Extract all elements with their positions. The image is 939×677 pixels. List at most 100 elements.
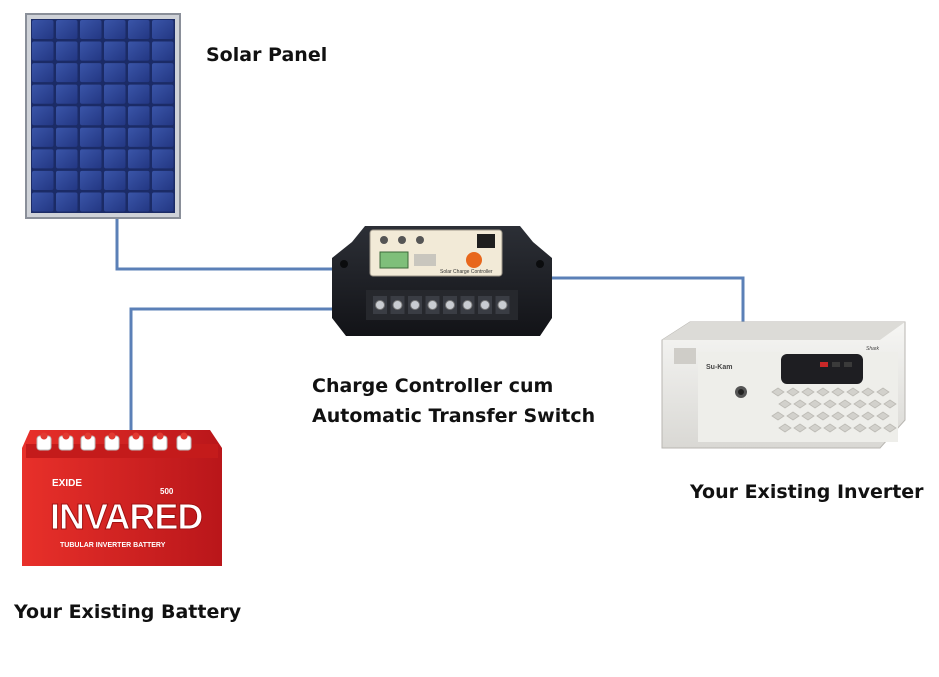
solar-cell [56,149,78,169]
vent-slot [868,399,882,409]
solar-cell [152,63,174,83]
terminal-screw [392,300,403,310]
solar-panel-icon [25,13,181,219]
solar-cell [56,127,78,147]
solar-cell [80,63,102,83]
controller-label-line1: Charge Controller cum [312,375,554,397]
vent-slot [778,423,792,433]
vent-slot [801,411,815,421]
solar-cell [104,41,126,61]
solar-cell [128,41,150,61]
battery-subtitle-text: TUBULAR INVERTER BATTERY [60,542,166,549]
solar-cell [128,84,150,104]
solar-cell [152,41,174,61]
battery-cap-top [84,432,92,440]
solar-cell [104,170,126,190]
solar-cell [80,20,102,40]
vent-slot [808,423,822,433]
solar-cell [32,84,54,104]
solar-cell [32,127,54,147]
vent-slot [853,399,867,409]
solar-cell [128,127,150,147]
vent-slot [816,387,830,397]
solar-cell [80,170,102,190]
solar-cell [56,20,78,40]
vent-slot [771,387,785,397]
solar-cell [56,41,78,61]
solar-cell [104,20,126,40]
vent-slot [876,411,890,421]
solar-cell [56,170,78,190]
solar-cell [32,170,54,190]
solar-cell [104,149,126,169]
battery-label: Your Existing Battery [14,601,242,623]
solar-cell [104,127,126,147]
inverter-vents [771,387,897,433]
inverter-label: Your Existing Inverter [690,481,924,503]
solar-cell [80,149,102,169]
vent-slot [831,387,845,397]
vent-slot [823,423,837,433]
vent-slot [816,411,830,421]
vent-slot [861,411,875,421]
vent-slot [793,423,807,433]
solar-cell [104,84,126,104]
wire-panel-to-controller [115,218,338,271]
vent-slot [868,423,882,433]
vent-slot [808,399,822,409]
solar-cell [56,106,78,126]
terminal-screw [462,300,473,310]
battery-rating-text: 500 [160,487,174,496]
charge-controller-icon: Solar Charge Controller [332,226,552,336]
terminal-screw [427,300,438,310]
solar-cell [32,192,54,212]
solar-cell [128,170,150,190]
battery-cap-top [180,432,188,440]
vent-slot [883,399,897,409]
solar-cell [32,41,54,61]
solar-cell [80,192,102,212]
solar-cell [56,84,78,104]
controller-label-line2: Automatic Transfer Switch [312,405,596,427]
wires [115,218,745,447]
battery-cap-top [156,432,164,440]
solar-cell [152,106,174,126]
solar-cell [32,63,54,83]
inverter-icon: Su-Kam Shark [661,321,906,449]
solar-cell [152,170,174,190]
solar-cell [56,192,78,212]
inverter-model-text: Shark [866,346,880,352]
solar-cell [104,63,126,83]
vent-slot [876,387,890,397]
battery-cap-top [40,432,48,440]
vent-slot [778,399,792,409]
battery-brand-text: EXIDE [52,478,82,489]
controller-name-text: Solar Charge Controller [440,269,493,275]
solar-cell [56,63,78,83]
battery-cap-top [108,432,116,440]
vent-slot [793,399,807,409]
solar-cell [80,41,102,61]
vent-slot [801,387,815,397]
solar-cell [104,106,126,126]
battery-model-text: INVARED [50,496,202,537]
vent-slot [846,387,860,397]
terminal-screw [410,300,420,310]
wire-controller-to-inverter [544,276,745,324]
vent-slot [831,411,845,421]
solar-cell [152,149,174,169]
terminal-screw [445,300,455,310]
vent-slot [786,411,800,421]
solar-cell [80,127,102,147]
terminal-screw [375,300,385,310]
vent-slot [853,423,867,433]
vent-slot [838,423,852,433]
wire-controller-to-battery [129,307,338,447]
solar-cell [104,192,126,212]
solar-cell [128,106,150,126]
battery-caps [36,432,192,451]
solar-cell [32,106,54,126]
solar-cell [80,106,102,126]
solar-cell [80,84,102,104]
vent-slot [861,387,875,397]
